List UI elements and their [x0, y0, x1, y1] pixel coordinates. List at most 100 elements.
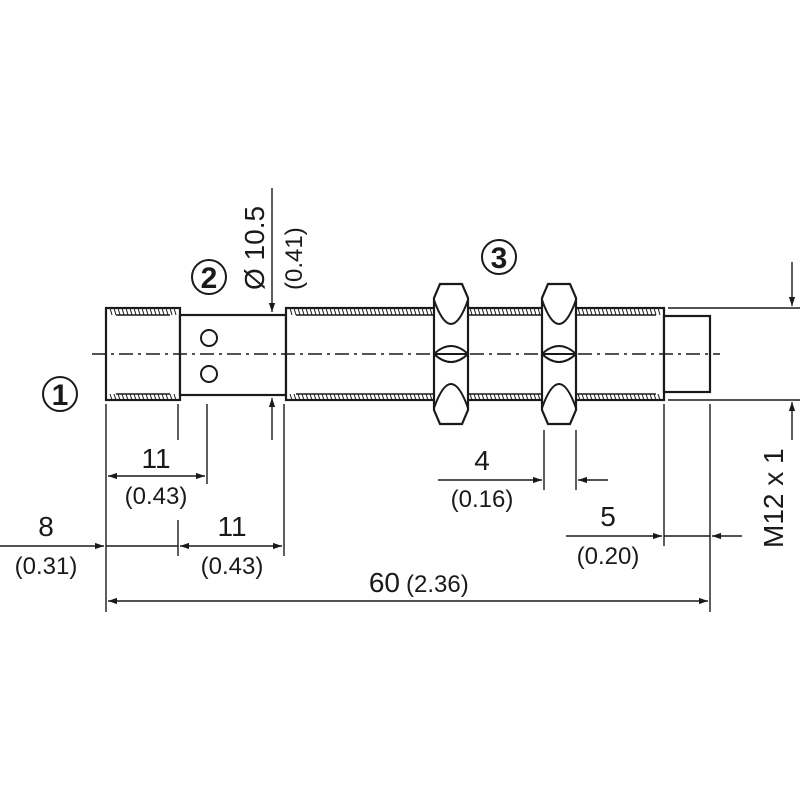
led-section	[178, 313, 288, 397]
thread-hatch	[361, 393, 365, 401]
thread-hatch	[589, 307, 593, 316]
thread-hatch	[389, 307, 393, 316]
thread-hatch	[649, 393, 653, 401]
dimension-diameter: Ø 10.5 (0.41)	[239, 188, 308, 440]
thread-hatch	[625, 393, 629, 401]
thread-hatch	[593, 307, 597, 316]
thread-hatch	[369, 393, 373, 401]
thread-hatch	[289, 393, 293, 401]
thread-hatch	[577, 307, 581, 316]
thread-hatch	[585, 307, 589, 316]
thread-hatch	[113, 307, 117, 316]
front-thread-section	[104, 306, 182, 402]
thread-hatch	[297, 307, 301, 316]
thread-hatch	[349, 393, 353, 401]
thread-hatch	[169, 393, 173, 401]
thread-hatch	[517, 393, 521, 401]
led-indicator-top	[200, 329, 218, 347]
thread-hatch	[641, 307, 645, 316]
thread-hatch	[589, 393, 593, 401]
thread-hatch	[329, 307, 333, 316]
thread-hatch	[125, 393, 129, 401]
thread-hatch	[581, 393, 585, 401]
thread-hatch	[161, 307, 165, 316]
thread-hatch	[305, 393, 309, 401]
thread-hatch	[337, 393, 341, 401]
thread-hatch	[409, 393, 413, 401]
thread-hatch	[149, 393, 153, 401]
thread-hatch	[497, 307, 501, 316]
thread-hatch	[617, 393, 621, 401]
thread-hatch	[157, 393, 161, 401]
thread-hatch	[325, 393, 329, 401]
thread-hatch	[533, 307, 537, 316]
thread-hatch	[301, 393, 305, 401]
svg-text:(0.16): (0.16)	[451, 486, 514, 513]
thread-hatch	[341, 307, 345, 316]
thread-hatch	[593, 393, 597, 401]
thread-hatch	[505, 393, 509, 401]
thread-hatch	[485, 393, 489, 401]
svg-text:(0.43): (0.43)	[201, 553, 264, 580]
svg-text:4: 4	[474, 445, 490, 476]
thread-hatch	[505, 307, 509, 316]
thread-hatch	[581, 307, 585, 316]
callout-3: 3	[481, 239, 517, 275]
thread-hatch	[525, 393, 529, 401]
thread-hatch	[649, 307, 653, 316]
thread-hatch	[469, 307, 473, 316]
thread-hatch	[489, 307, 493, 316]
thread-hatch	[377, 393, 381, 401]
svg-text:(0.43): (0.43)	[125, 483, 188, 510]
thread-hatch	[381, 307, 385, 316]
thread-hatch	[145, 393, 149, 401]
dimension-4: 4 (0.16)	[438, 445, 608, 513]
thread-hatch	[513, 307, 517, 316]
callout-2: 2	[191, 259, 227, 295]
thread-hatch	[629, 393, 633, 401]
thread-hatch	[537, 307, 541, 316]
thread-hatch	[293, 307, 297, 316]
thread-hatch	[365, 307, 369, 316]
thread-hatch	[153, 307, 157, 316]
thread-hatch	[301, 307, 305, 316]
thread-hatch	[493, 307, 497, 316]
thread-hatch	[645, 307, 649, 316]
thread-hatch	[401, 307, 405, 316]
thread-hatch	[625, 307, 629, 316]
thread-hatch	[129, 307, 133, 316]
thread-hatch	[529, 307, 533, 316]
thread-hatch	[109, 393, 113, 401]
thread-hatch	[289, 307, 293, 316]
thread-hatch	[509, 393, 513, 401]
svg-text:(0.31): (0.31)	[15, 553, 78, 580]
svg-text:1: 1	[52, 379, 69, 412]
thread-hatch	[173, 393, 177, 401]
thread-hatch	[601, 393, 605, 401]
callout-1: 1	[42, 376, 78, 412]
thread-hatch	[169, 307, 173, 316]
thread-hatch	[477, 393, 481, 401]
thread-hatch	[333, 307, 337, 316]
thread-hatch	[357, 307, 361, 316]
svg-text:(2.36): (2.36)	[406, 571, 469, 598]
thread-hatch	[141, 393, 145, 401]
thread-hatch	[425, 393, 429, 401]
thread-hatch	[469, 393, 473, 401]
thread-hatch	[361, 307, 365, 316]
thread-hatch	[385, 393, 389, 401]
thread-hatch	[321, 393, 325, 401]
thread-hatch	[153, 393, 157, 401]
thread-hatch	[621, 393, 625, 401]
sensor-body	[92, 282, 720, 426]
dimension-11-lower: 11 (0.43)	[180, 511, 282, 580]
thread-hatch	[377, 307, 381, 316]
svg-text:2: 2	[201, 262, 218, 295]
thread-hatch	[657, 307, 661, 316]
thread-hatch	[429, 307, 433, 316]
thread-hatch	[597, 393, 601, 401]
thread-hatch	[637, 393, 641, 401]
thread-hatch	[401, 393, 405, 401]
thread-hatch	[165, 307, 169, 316]
thread-hatch	[173, 307, 177, 316]
